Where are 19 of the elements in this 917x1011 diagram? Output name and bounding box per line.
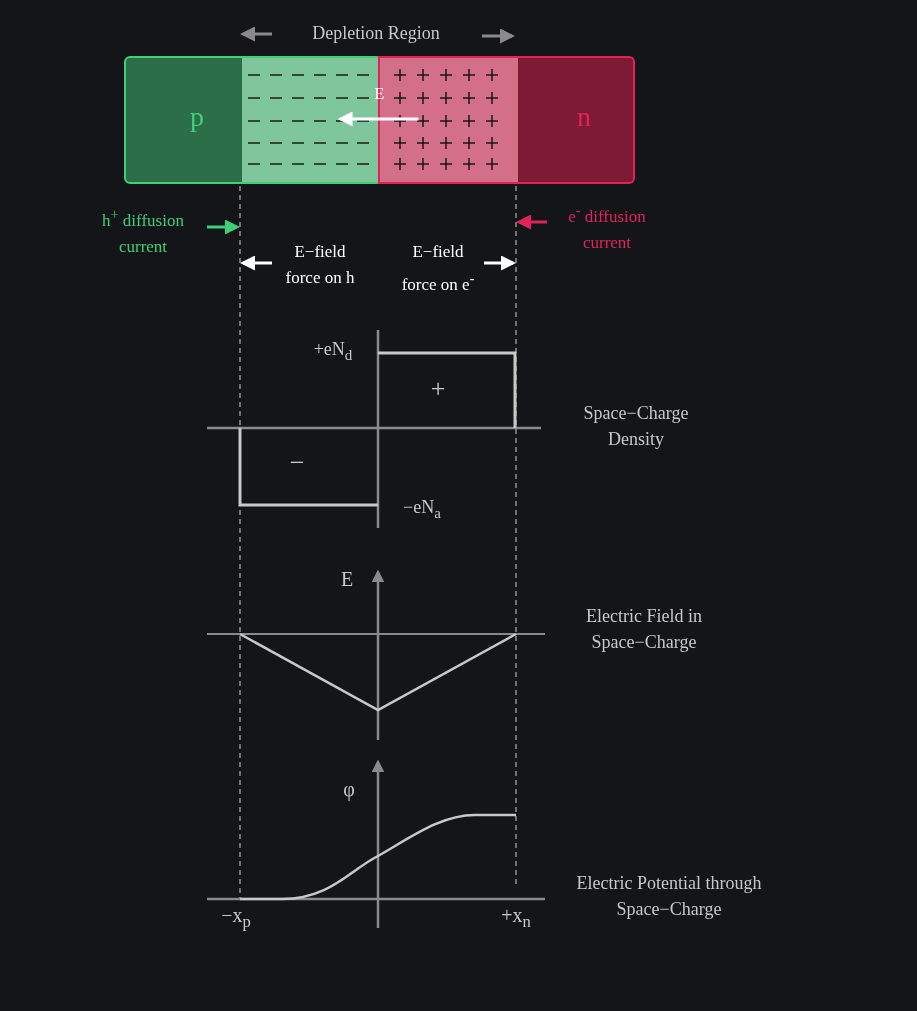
force-label: E−field force on h (284, 241, 356, 289)
region-caption: Depletion Region (312, 22, 440, 45)
plot-title: Electric Field in Space−Charge (585, 605, 703, 654)
region-label: p (190, 102, 204, 132)
current-label: h$^{+}$ diffusion current (101, 205, 185, 258)
axis-tick-label: +x$_{n}$ (501, 903, 531, 933)
current-label: e$^{-}$ diffusion current (567, 201, 647, 254)
sign-label: + (430, 376, 446, 402)
axis-label: φ (343, 777, 355, 802)
force-label: E−field force on e$^{-}$ (400, 241, 476, 296)
charge-value-label: −eN$_{a}$ (403, 496, 441, 523)
plot-title: Electric Potential through Space−Charge (575, 872, 763, 921)
arrow (337, 111, 419, 127)
plot-title: Space−Charge Density (582, 402, 690, 451)
charge-value-label: +eN$_{d}$ (313, 338, 353, 365)
axis-tick-label: −x$_{p}$ (221, 903, 251, 933)
region-label: n (577, 102, 591, 132)
sign-label: − (289, 450, 305, 476)
axis-label: E (340, 567, 354, 592)
